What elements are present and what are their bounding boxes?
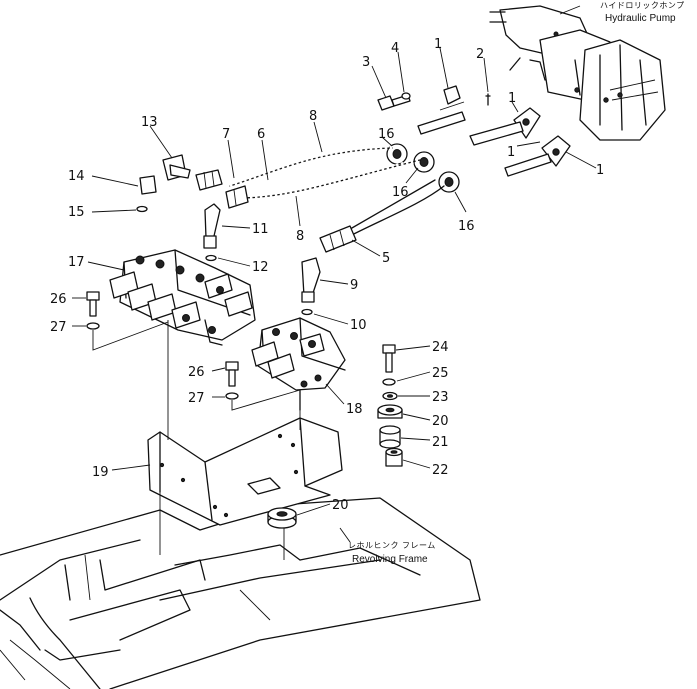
revolving-frame: [0, 497, 481, 689]
callout-1: 1: [507, 145, 515, 160]
callout-8: 8: [309, 109, 317, 124]
revolving-frame-label: Revolving Frame: [352, 554, 428, 565]
fittings-middle: [203, 203, 357, 316]
callout-7: 7: [222, 127, 230, 142]
spacer-bottom: [267, 507, 297, 529]
hydraulic-pump-label-jp: ハイドロリックホンプ: [600, 1, 685, 10]
pump-flanges: [439, 85, 571, 167]
callout-13: 13: [141, 115, 158, 130]
mounting-bracket: [147, 417, 343, 560]
bolt-washer-set-top: [377, 92, 411, 111]
callout-2: 2: [476, 47, 484, 62]
callout-21: 21: [432, 435, 449, 450]
hoses: [229, 145, 445, 241]
pump-tubes: [417, 93, 552, 177]
callout-8: 8: [296, 229, 304, 244]
callout-10: 10: [350, 318, 367, 333]
callout-1: 1: [434, 37, 442, 52]
hydraulic-pump: [489, 5, 666, 141]
callout-6: 6: [257, 127, 265, 142]
callout-16: 16: [392, 185, 409, 200]
callout-1: 1: [596, 163, 604, 178]
assembly-guide-lines: [92, 320, 301, 440]
seal-rings: [386, 143, 460, 193]
callout-19: 19: [92, 465, 109, 480]
bolt-washer-set-left: [86, 291, 239, 400]
callout-18: 18: [346, 402, 363, 417]
callout-12: 12: [252, 260, 269, 275]
callout-1: 1: [508, 91, 516, 106]
callout-16: 16: [458, 219, 475, 234]
callout-27: 27: [188, 391, 205, 406]
component-labels: ハイドロリックホンプ Hydraulic Pump レホルヒンク フレーム Re…: [348, 1, 685, 565]
callout-26: 26: [188, 365, 205, 380]
callout-4: 4: [391, 41, 399, 56]
callout-5: 5: [382, 251, 390, 266]
callout-14: 14: [68, 169, 85, 184]
fittings-left: [136, 154, 249, 213]
control-valve-left: [109, 249, 256, 346]
callout-25: 25: [432, 366, 449, 381]
callout-17: 17: [68, 255, 85, 270]
callout-11: 11: [252, 222, 269, 237]
callout-numbers: 1 2 3 4 1 1 1 16 16 16 13 7 6 8 8 14 15 …: [50, 37, 604, 513]
callout-26: 26: [50, 292, 67, 307]
leader-lines: [72, 5, 597, 543]
callout-9: 9: [350, 278, 358, 293]
callout-27: 27: [50, 320, 67, 335]
callout-24: 24: [432, 340, 449, 355]
hydraulic-pump-label: Hydraulic Pump: [605, 13, 676, 24]
callout-15: 15: [68, 205, 85, 220]
mount-stack-right: [377, 344, 403, 467]
revolving-frame-label-jp: レホルヒンク フレーム: [348, 541, 436, 550]
callout-20: 20: [332, 498, 349, 513]
callout-3: 3: [362, 55, 370, 70]
callout-16: 16: [378, 127, 395, 142]
callout-20: 20: [432, 414, 449, 429]
callout-23: 23: [432, 390, 449, 405]
control-valve-right: [251, 317, 346, 411]
callout-22: 22: [432, 463, 449, 478]
